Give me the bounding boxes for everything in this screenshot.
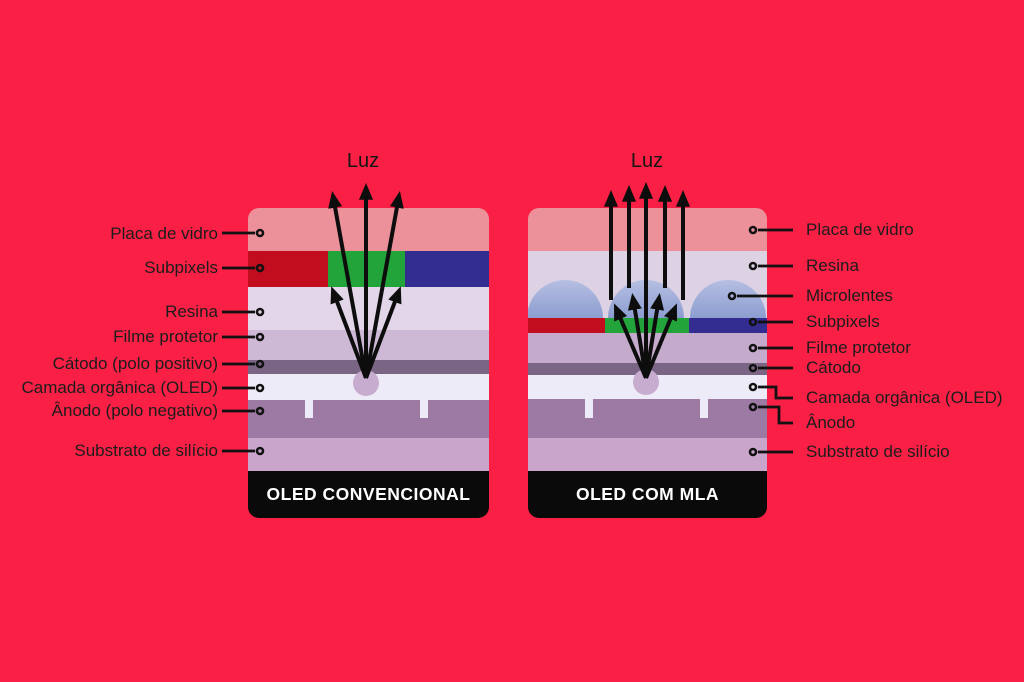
anode-layer <box>248 400 489 438</box>
layer-label-subpixels: Subpixels <box>144 258 218 277</box>
light-arrow <box>644 293 665 379</box>
layer-label-subpixels: Subpixels <box>806 312 880 331</box>
layer-label-anodo: Ânodo <box>806 413 856 432</box>
layer-label-filme-protetor: Filme protetor <box>113 327 218 346</box>
layer-label-resina: Resina <box>165 302 218 321</box>
subpixel-red <box>248 251 328 287</box>
anode-layer <box>528 399 767 438</box>
microlens-dome <box>690 280 766 318</box>
silicon-substrate-layer <box>528 438 767 471</box>
right-leader-lines <box>727 225 793 457</box>
layer-label-anodo: Ânodo (polo negativo) <box>51 401 218 420</box>
leader-dot <box>255 263 265 273</box>
leader-dot <box>255 332 265 342</box>
leader-dot <box>748 343 758 353</box>
light-emitter-dot <box>353 370 379 396</box>
light-arrow <box>627 293 648 379</box>
light-arrow <box>644 303 678 379</box>
layer-label-placa-de-vidro: Placa de vidro <box>110 224 218 243</box>
oled-mla-diagram <box>528 181 767 518</box>
layer-label-microlentes: Microlentes <box>806 286 893 305</box>
light-label-right: Luz <box>630 150 664 172</box>
leader-dot <box>748 317 758 327</box>
title-panel <box>528 471 767 518</box>
leader-dot <box>255 383 265 393</box>
light-arrow <box>364 191 404 379</box>
silicon-substrate-layer <box>248 438 489 471</box>
layer-label-catodo: Cátodo (polo positivo) <box>52 354 218 373</box>
layer-label-substrato: Substrato de silício <box>806 442 950 461</box>
leader-dot <box>748 382 758 392</box>
light-arrow <box>614 303 648 379</box>
oled-conventional-diagram <box>248 182 489 518</box>
layer-label-substrato: Substrato de silício <box>74 441 218 460</box>
right-diagram-title: OLED COM MLA <box>575 484 720 504</box>
layer-label-resina: Resina <box>806 256 859 275</box>
anode-via <box>305 400 313 418</box>
layer-label-catodo: Cátodo <box>806 358 861 377</box>
title-panel <box>248 471 489 518</box>
leader-dot <box>748 402 758 412</box>
leader-dot <box>255 228 265 238</box>
leader-dot <box>748 447 758 457</box>
glass-layer <box>248 208 489 251</box>
layer-label-placa-de-vidro: Placa de vidro <box>806 220 914 239</box>
light-arrow <box>328 191 368 379</box>
left-diagram-title: OLED CONVENCIONAL <box>266 484 471 504</box>
leader-dot <box>748 363 758 373</box>
layer-label-camada-organica: Camada orgânica (OLED) <box>21 378 218 397</box>
scattered-light-arrows <box>328 182 404 379</box>
light-label-left: Luz <box>346 150 380 172</box>
resin-layer <box>248 287 489 330</box>
light-emitter-dot <box>633 369 659 395</box>
leader-dot <box>727 291 737 301</box>
subpixel-blue <box>405 251 489 287</box>
layer-label-filme-protetor: Filme protetor <box>806 338 911 357</box>
leader-dot <box>255 359 265 369</box>
leader-dot <box>748 261 758 271</box>
anode-via <box>420 400 428 418</box>
collimated-light-arrows <box>603 181 691 379</box>
leader-dot <box>255 307 265 317</box>
left-leader-lines <box>222 228 265 456</box>
leader-dot <box>748 225 758 235</box>
subpixel-blue <box>689 318 767 333</box>
microlens-dome <box>528 280 603 318</box>
leader-dot <box>255 446 265 456</box>
light-arrow <box>364 286 402 379</box>
anode-via <box>700 399 708 418</box>
anode-via <box>585 399 593 418</box>
leader-dot <box>255 406 265 416</box>
subpixel-red <box>528 318 605 333</box>
light-arrow <box>330 286 368 379</box>
layer-label-camada-organica: Camada orgânica (OLED) <box>806 388 1003 407</box>
